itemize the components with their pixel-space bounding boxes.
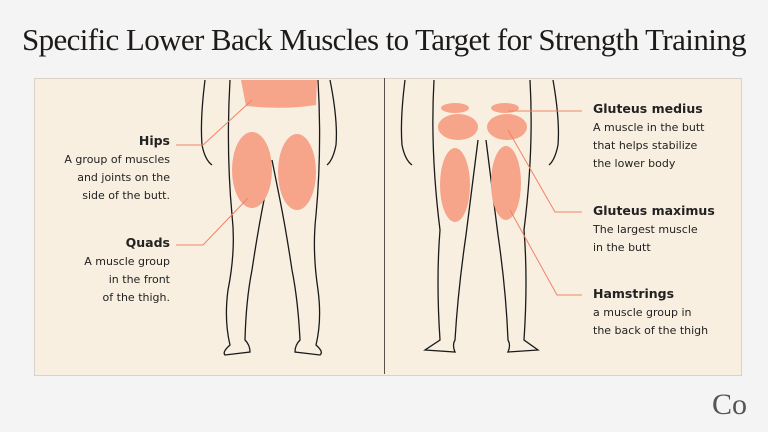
label-heading: Quads [125,235,170,250]
back-figure [400,79,560,353]
hips-highlight [241,80,317,108]
panel-divider [384,78,385,374]
page-title: Specific Lower Back Muscles to Target fo… [21,22,747,57]
hamstring-right-highlight [491,146,521,220]
back-highlights [438,103,527,222]
back-leader-lines [507,110,582,296]
quad-right-highlight [278,134,316,210]
gluteus-medius-left-highlight [441,103,469,113]
brand-logo: Co [712,388,748,421]
front-highlights [232,80,317,210]
label-hips: Hips A group of muscles and joints on th… [60,131,170,205]
front-leader-lines [176,99,253,246]
diagram-panel [34,78,742,376]
label-heading: Hamstrings [593,286,675,301]
label-hamstrings: Hamstrings a muscle group in the back of… [593,284,733,340]
label-heading: Gluteus medius [593,101,703,116]
gluteus-maximus-left-highlight [438,114,478,140]
label-gluteus-medius: Gluteus medius A muscle in the butt that… [593,99,733,173]
gluteus-maximus-right-highlight [487,114,527,140]
front-figure [200,79,338,356]
label-heading: Hips [138,133,170,148]
hamstring-left-highlight [440,148,470,222]
quad-left-highlight [232,132,272,208]
label-quads: Quads A muscle group in the front of the… [60,233,170,307]
label-heading: Gluteus maximus [593,203,715,218]
label-gluteus-maximus: Gluteus maximus The largest muscle in th… [593,201,733,257]
